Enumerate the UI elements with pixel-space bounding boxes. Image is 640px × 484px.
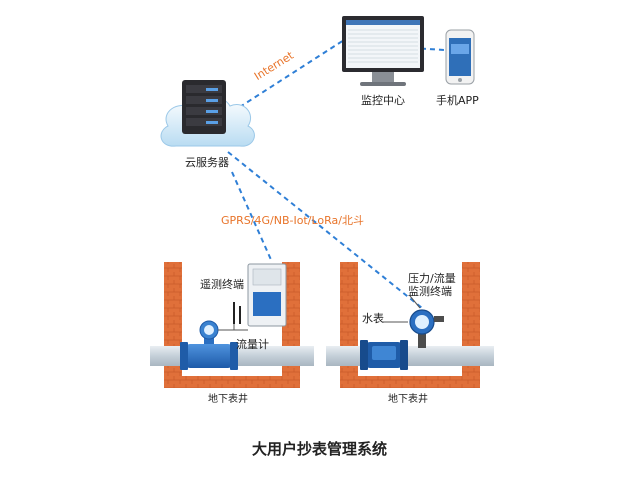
water-meter-icon xyxy=(360,340,408,370)
flow-meter-icon xyxy=(180,320,248,370)
link-server-monitor xyxy=(231,39,345,113)
well-left-label: 地下表井 xyxy=(208,394,248,405)
link-server-right-terminal xyxy=(227,151,423,309)
network-links xyxy=(227,39,445,309)
pressure-flow-terminal-label: 压力/流量 监测终端 xyxy=(408,272,456,298)
monitor-center-label: 监控中心 xyxy=(361,94,405,107)
well-right-label: 地下表井 xyxy=(388,394,428,405)
mobile-app-label: 手机APP xyxy=(436,94,479,107)
cloud-server-icon xyxy=(160,80,255,147)
telemetry-terminal-label: 遥测终端 xyxy=(200,278,244,291)
flow-meter-label: 流量计 xyxy=(236,338,269,351)
water-meter-label: 水表 xyxy=(362,312,384,325)
network-protocols-label: GPRS/4G/NB-Iot/LoRa/北斗 xyxy=(221,214,364,227)
right-pipe xyxy=(326,346,494,366)
phone-icon xyxy=(445,29,475,85)
telemetry-terminal-icon xyxy=(233,263,287,331)
pressure-terminal-icon xyxy=(382,295,444,348)
cloud-server-label: 云服务器 xyxy=(185,156,229,169)
link-server-left-terminal xyxy=(231,171,273,263)
diagram-title: 大用户抄表管理系统 xyxy=(252,440,388,458)
monitor-icon xyxy=(342,16,424,86)
